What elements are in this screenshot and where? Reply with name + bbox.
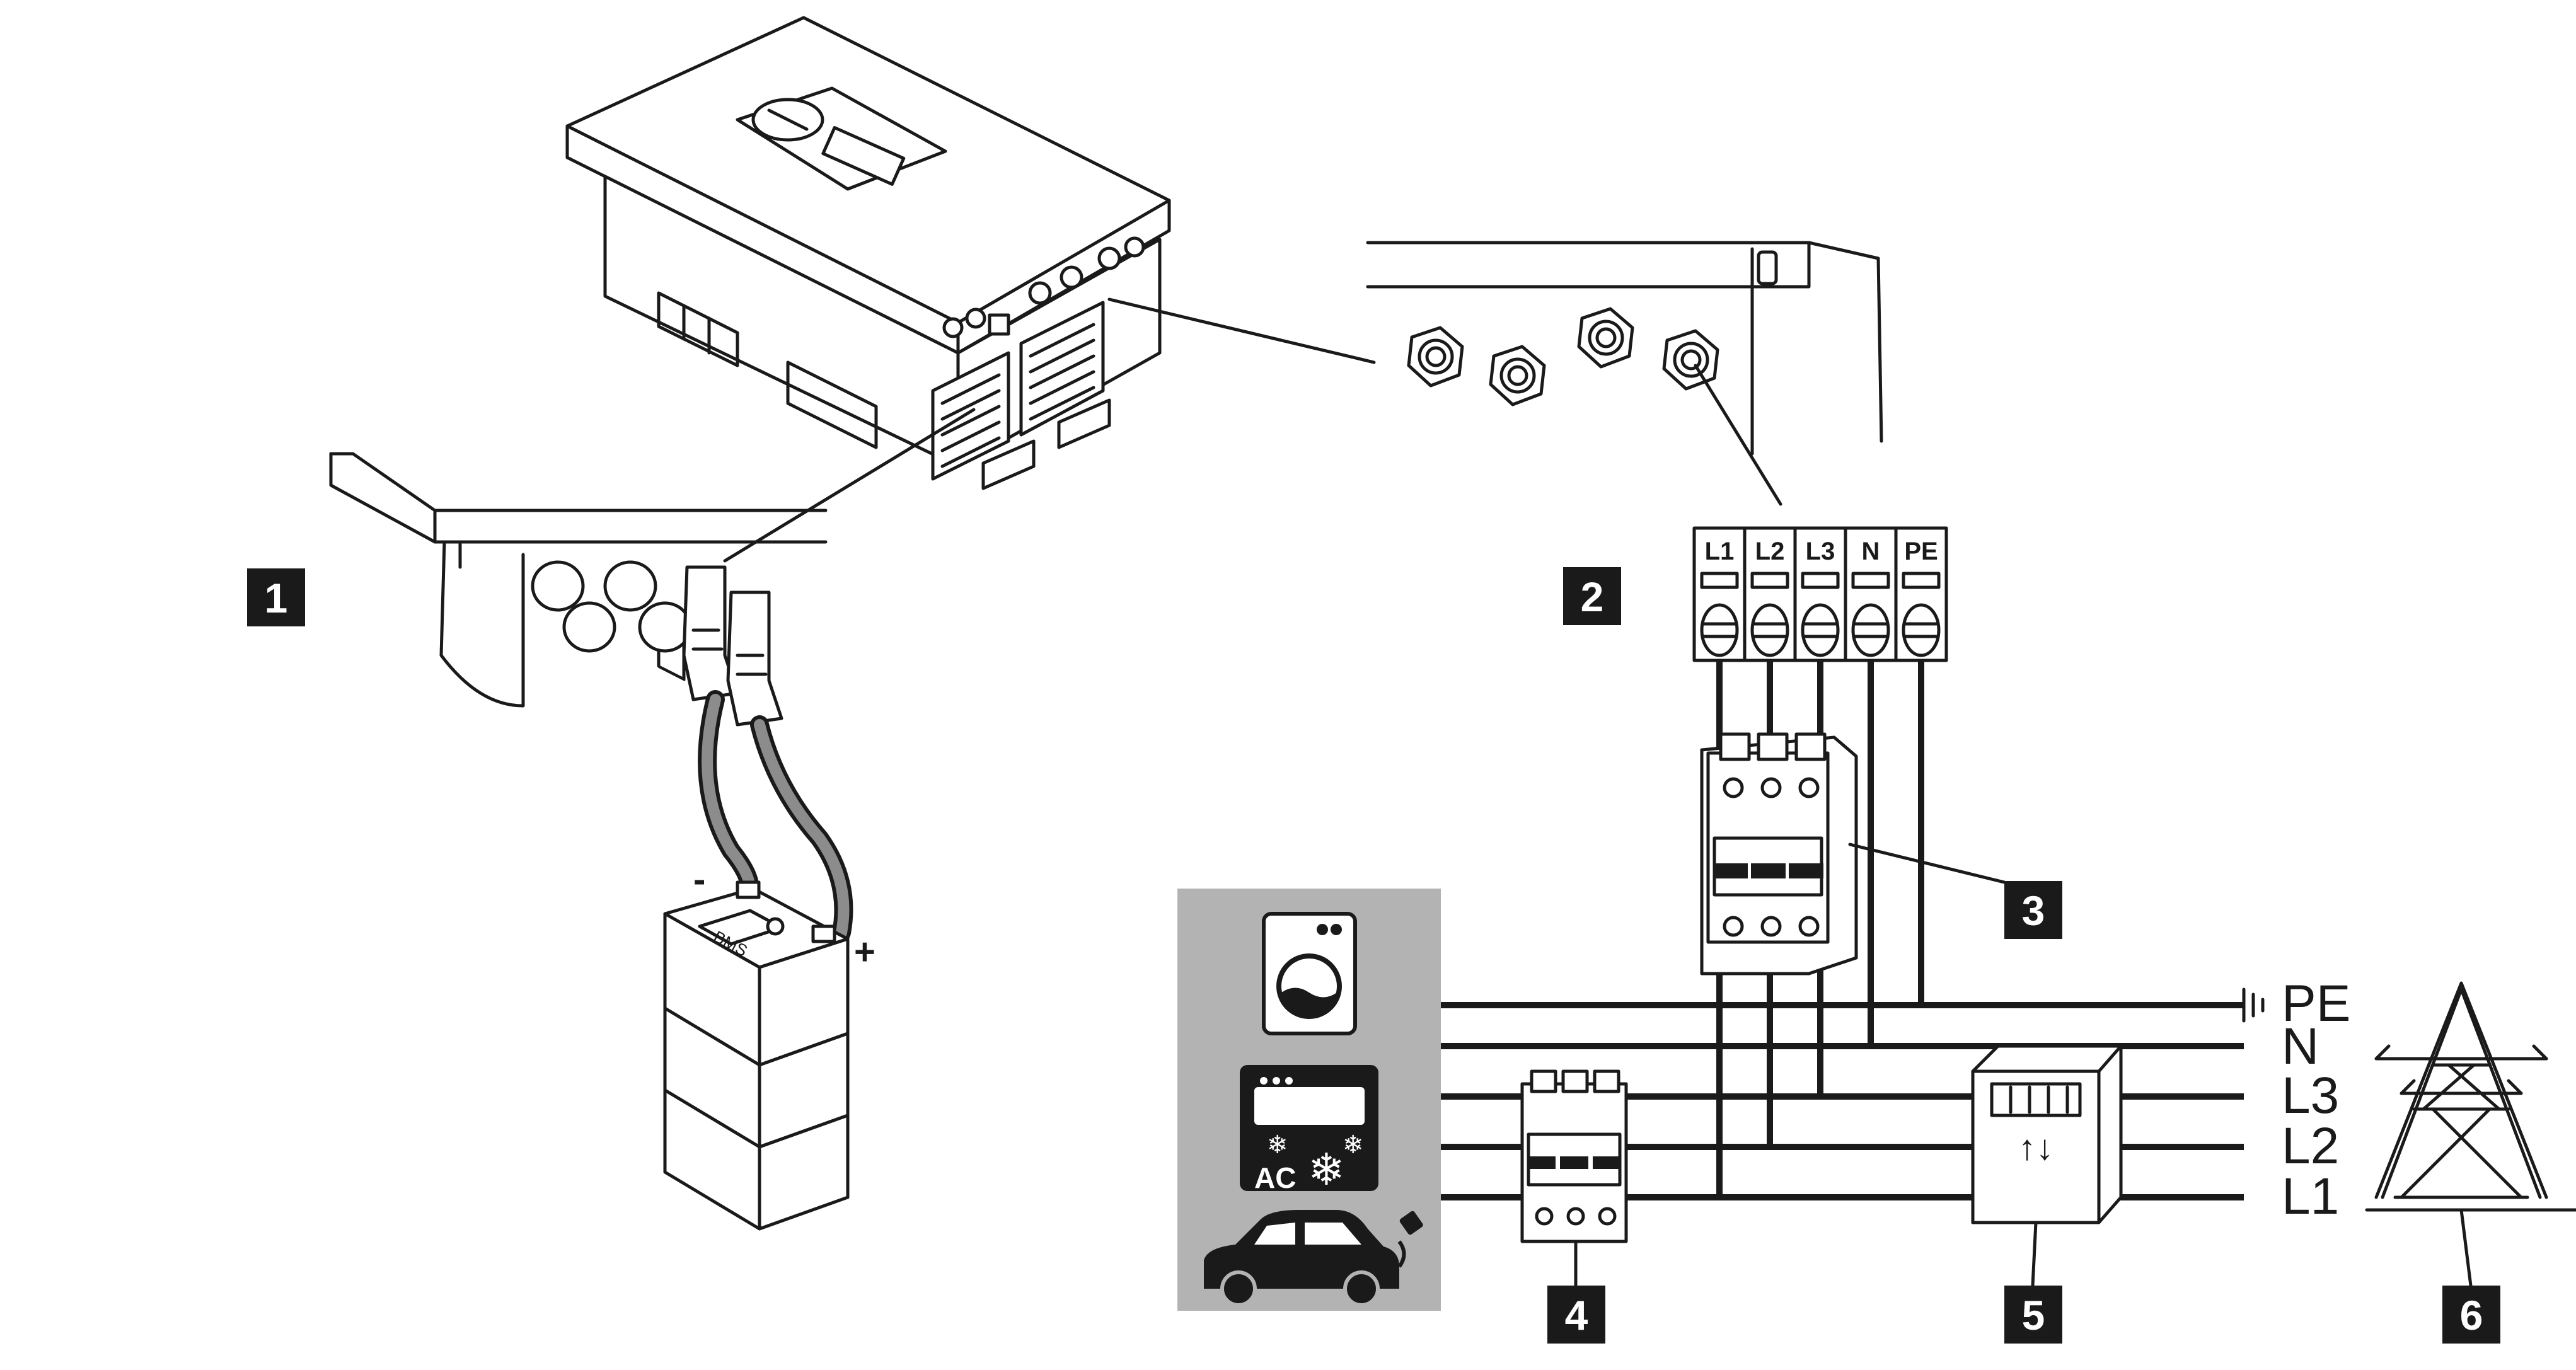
- svg-text:❄: ❄: [1343, 1131, 1364, 1160]
- bus-label-l2: L2: [2282, 1117, 2339, 1175]
- cable-gland: [1407, 326, 1464, 388]
- electric-car-icon: [1204, 1210, 1423, 1307]
- energy-meter: ↑↓: [1971, 1044, 2123, 1287]
- terminal-l1-label: L1: [1705, 538, 1735, 565]
- callout-3: 3: [2004, 881, 2062, 939]
- cable-gland: [1489, 345, 1546, 406]
- meter-arrows: ↑↓: [2018, 1127, 2053, 1167]
- svg-text:5: 5: [2022, 1292, 2045, 1338]
- svg-text:1: 1: [265, 575, 288, 621]
- callout-6: 6: [2442, 1286, 2500, 1344]
- battery-plus-label: +: [854, 931, 875, 972]
- cable-gland: [1662, 329, 1719, 391]
- terminal-block: L1 L2 L3 N PE: [1692, 526, 1948, 662]
- battery: BMS - +: [663, 859, 875, 1231]
- svg-text:6: 6: [2460, 1292, 2483, 1338]
- fan-left: [931, 351, 1010, 481]
- leader-to-glands: [1107, 297, 1376, 364]
- ground-symbol: [2242, 987, 2265, 1023]
- svg-text:4: 4: [1565, 1292, 1588, 1338]
- cable-gland: [1577, 307, 1634, 369]
- callout-5: 5: [2004, 1286, 2062, 1344]
- svg-text:3: 3: [2022, 887, 2045, 934]
- callout-2: 2: [1563, 567, 1621, 625]
- svg-text:2: 2: [1581, 573, 1604, 620]
- detail-cable-glands: [1366, 241, 1883, 506]
- svg-text:❄: ❄: [1267, 1131, 1288, 1160]
- consumers-panel: AC ❄ ❄ ❄: [1177, 889, 1441, 1311]
- leader-to-terminals: [1694, 364, 1782, 506]
- display-panel: [736, 86, 947, 191]
- washing-machine-icon: [1262, 912, 1357, 1035]
- inverter: [565, 16, 1171, 681]
- fan-right: [1019, 301, 1105, 437]
- bus-label-l3: L3: [2282, 1067, 2339, 1124]
- bus-label-n: N: [2282, 1018, 2319, 1075]
- detail-dc-connection: [329, 452, 853, 942]
- svg-text:❄: ❄: [1308, 1144, 1345, 1195]
- callout-4: 4: [1547, 1286, 1605, 1344]
- leader-to-dc-connectors: [723, 408, 976, 563]
- inverter-circuit-breaker: [1700, 732, 2006, 976]
- terminal-n-label: N: [1862, 538, 1880, 565]
- ac-label: AC: [1254, 1161, 1296, 1194]
- terminal-l3-label: L3: [1806, 538, 1835, 565]
- terminal-l2-label: L2: [1755, 538, 1785, 565]
- consumer-circuit-breaker: [1520, 1069, 1628, 1287]
- air-conditioner-icon: AC ❄ ❄ ❄: [1240, 1065, 1378, 1195]
- callout-1: 1: [247, 568, 305, 626]
- power-pylon-icon: [2365, 981, 2576, 1287]
- bus-label-l1: L1: [2282, 1168, 2339, 1225]
- bus-label-pe: PE: [2282, 975, 2350, 1032]
- terminal-pe-label: PE: [1904, 538, 1938, 565]
- battery-minus-label: -: [693, 859, 705, 900]
